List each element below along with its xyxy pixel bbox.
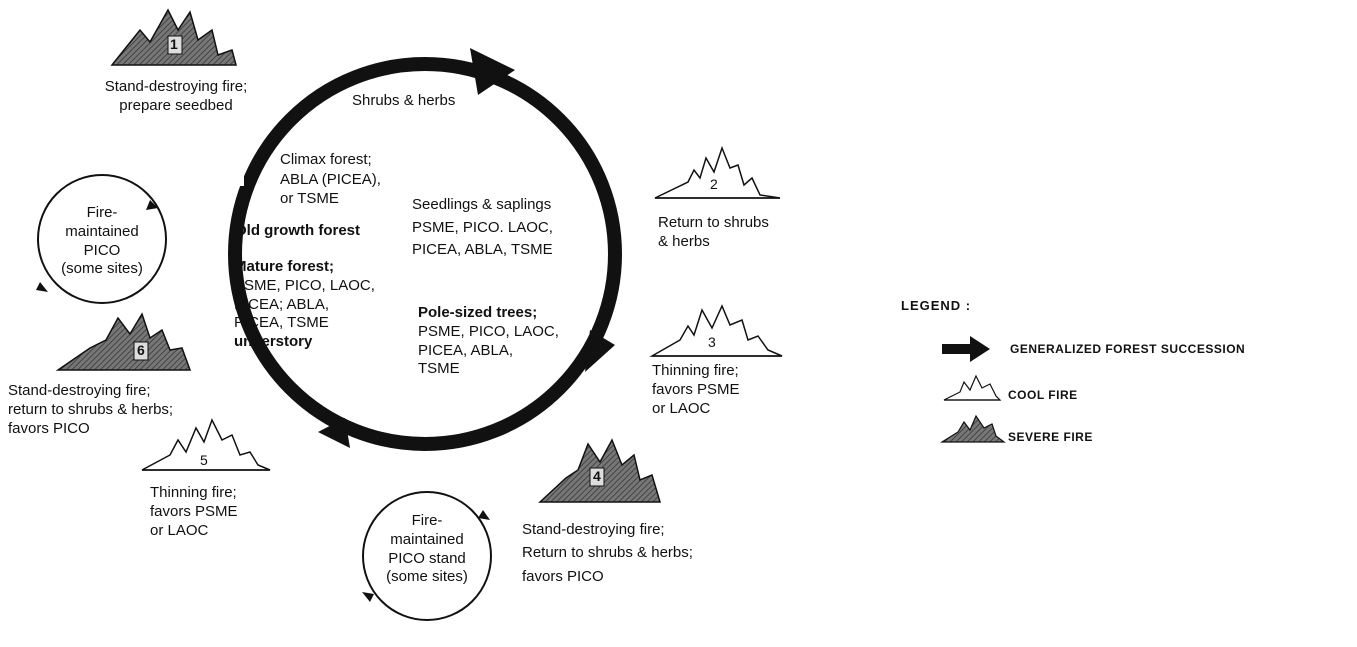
fire-number-3: 3 [708,334,716,350]
fire-symbol-3 [649,304,783,357]
legend-severe-fire-label: SEVERE FIRE [1008,430,1093,444]
succession-cycle [228,48,622,451]
legend-cool-fire-label: COOL FIRE [1008,388,1078,402]
stage-climax: Climax forest;ABLA (PICEA),or TSME [280,151,381,207]
fire-1-caption: Stand-destroying fire;prepare seedbed [104,78,248,114]
succession-ring [228,57,622,451]
fire-symbol-1 [110,8,237,66]
fire-2-caption: Return to shrubs& herbs [658,214,769,250]
fire-number-5: 5 [200,452,208,468]
legend-title: LEGEND : [901,298,972,313]
legend-cool-fire-symbol [943,374,1002,401]
fire-6-caption: Stand-destroying fire;return to shrubs &… [8,382,174,437]
stage-old-growth: Old growth forest [235,222,360,239]
cycle-arrowhead-bottom [318,418,350,448]
fire-number-2: 2 [710,176,718,192]
legend-arrow-symbol [942,336,990,362]
fire-number-6: 6 [137,342,145,358]
fire-4-caption: Stand-destroying fire;Return to shrubs &… [522,521,693,585]
stage-mature: Mature forest;PSME, PICO, LAOC,PICEA; AB… [234,258,375,350]
fire-symbol-2 [654,145,781,199]
fire-number-4: 4 [593,468,601,484]
legend-severe-fire-symbol [939,414,1006,443]
cycle-gap-marker [228,172,244,186]
cycle-arrowhead-right [585,330,615,372]
stage-pole-sized: Pole-sized trees;PSME, PICO, LAOC,PICEA,… [418,304,559,378]
fire-number-1: 1 [170,36,178,52]
fire-symbol-5 [141,418,271,471]
left-loop [36,174,167,304]
legend-succession-label: GENERALIZED FOREST SUCCESSION [1010,342,1246,356]
fire-symbol-6 [55,312,192,371]
fire-symbol-4 [538,438,662,503]
stage-shrubs-herbs: Shrubs & herbs [352,92,456,109]
cycle-arrowhead-top [470,48,515,95]
bottom-loop [362,491,492,621]
